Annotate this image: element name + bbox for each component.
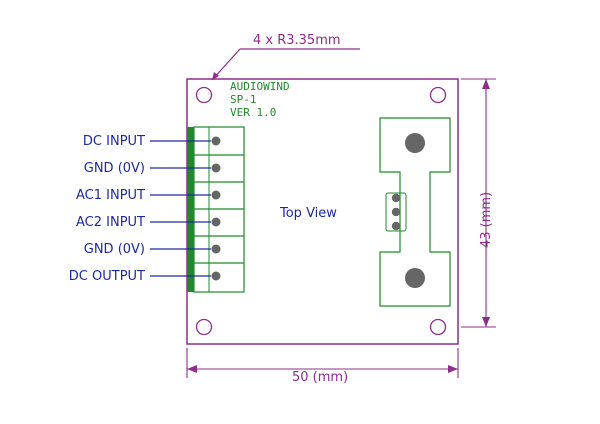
large-pad-top [405,133,425,153]
mounting-hole-bottom-left [195,318,213,336]
board-label-line2: SP-1 [230,93,257,106]
header-pin-1 [391,193,401,203]
top-view-label: Top View [279,206,337,221]
pin-label: GND (0V) [84,161,145,176]
terminal-pad [211,190,221,200]
terminal-pad [211,244,221,254]
height-dimension: 43 (mm) [461,78,496,328]
height-dimension-label: 43 (mm) [479,192,494,248]
terminal-pad [211,163,221,173]
pin-label: AC2 INPUT [76,215,145,230]
pin-label: AC1 INPUT [76,188,145,203]
mounting-hole-top-left [195,86,213,104]
large-pad-bottom [405,268,425,288]
small-header-outline [385,192,407,232]
terminal-pad [211,217,221,227]
callout-arrowhead [212,72,219,80]
board-label-line1: AUDIOWIND [230,80,290,93]
footprint-outline [379,117,451,307]
width-dimension: 50 (mm) [186,348,459,385]
hole-callout-text: 4 x R3.35mm [253,33,341,48]
board-label-line3: VER 1.0 [230,106,276,119]
pin-label: DC INPUT [83,134,145,149]
terminal-block [187,126,245,293]
speaker-terminal-footprint [379,117,451,307]
width-dimension-label: 50 (mm) [292,370,348,385]
terminal-pad [211,136,221,146]
mounting-hole-top-right [429,86,447,104]
header-pin-3 [391,221,401,231]
terminal-pad [211,271,221,281]
pin-label: GND (0V) [84,242,145,257]
mounting-hole-bottom-right [429,318,447,336]
pin-label: DC OUTPUT [69,269,145,284]
terminal-block-bar [187,127,194,292]
header-pin-2 [391,207,401,217]
